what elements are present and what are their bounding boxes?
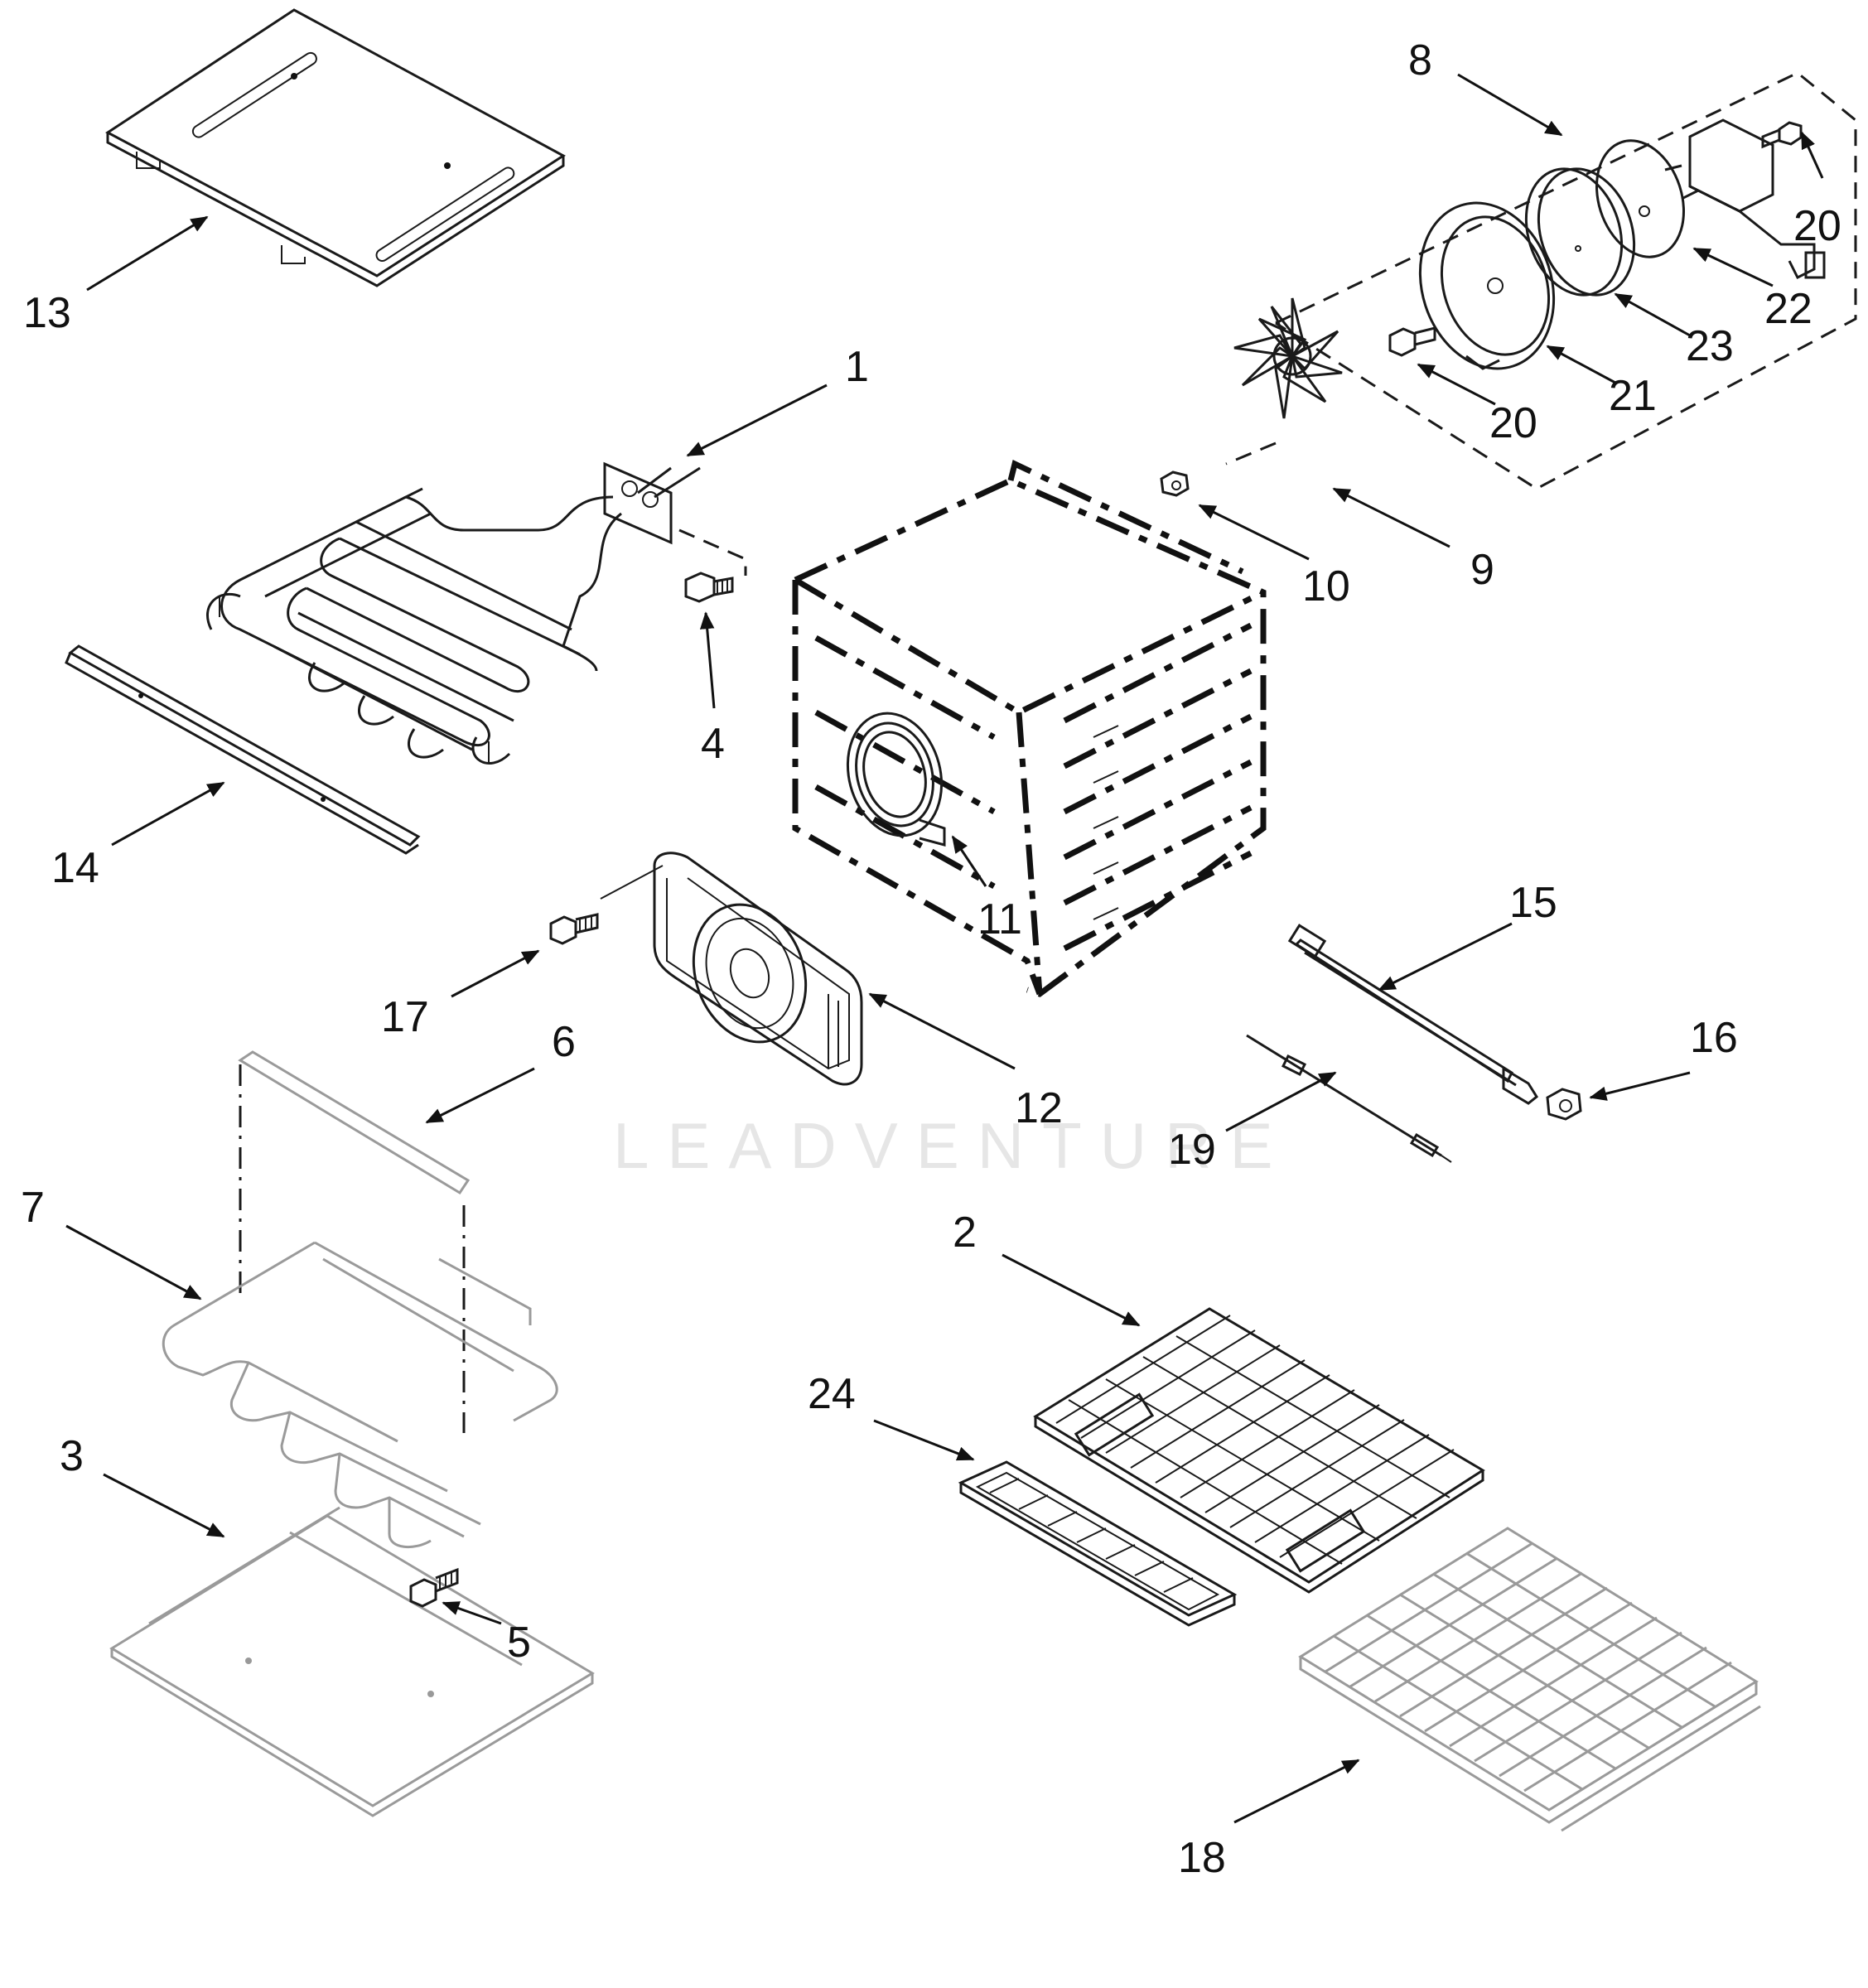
part-10-nut[interactable] xyxy=(1160,470,1190,497)
callout-5: 5 xyxy=(507,1619,531,1667)
callout-14: 14 xyxy=(51,844,99,892)
part-24-tray[interactable] xyxy=(958,1460,1238,1627)
callout-20-lower: 20 xyxy=(1489,399,1537,447)
oven-cavity-phantom xyxy=(792,460,1267,997)
callout-17: 17 xyxy=(381,993,429,1041)
part-20-screw-lower[interactable] xyxy=(1388,326,1436,357)
callout-3: 3 xyxy=(60,1432,84,1480)
part-1-broil-element[interactable] xyxy=(205,461,747,765)
callout-10: 10 xyxy=(1302,562,1350,610)
callout-13: 13 xyxy=(23,289,71,337)
part-17-screw[interactable] xyxy=(549,913,599,945)
part-16-nut[interactable] xyxy=(1546,1088,1582,1121)
fan-motor-assembly[interactable] xyxy=(1664,118,1826,280)
part-15-element[interactable] xyxy=(1287,924,1538,1105)
callout-20-top: 20 xyxy=(1793,202,1841,250)
part-23-insulation[interactable] xyxy=(1511,157,1650,307)
callout-6: 6 xyxy=(552,1018,576,1066)
part-6-shield[interactable] xyxy=(238,1050,471,1433)
callout-23: 23 xyxy=(1686,322,1734,370)
callout-22: 22 xyxy=(1764,285,1812,333)
callout-19: 19 xyxy=(1168,1126,1216,1174)
part-8-fan-motor-kit[interactable] xyxy=(1275,71,1857,490)
callout-16: 16 xyxy=(1690,1014,1738,1062)
part-9-fan-blade[interactable] xyxy=(1225,297,1343,466)
callout-4: 4 xyxy=(701,720,725,768)
part-22-gasket[interactable] xyxy=(1582,129,1698,268)
part-21-fan-shroud[interactable] xyxy=(1399,186,1574,386)
callout-8: 8 xyxy=(1408,36,1432,84)
leader-lines xyxy=(65,73,1824,1824)
callout-9: 9 xyxy=(1470,546,1494,594)
part-2-oven-rack[interactable] xyxy=(1033,1307,1485,1594)
part-7-bake-element[interactable] xyxy=(162,1241,558,1549)
part-14-trim-rail[interactable] xyxy=(65,644,421,855)
part-19-sensor[interactable] xyxy=(1246,1034,1452,1163)
part-18-roller-rack[interactable] xyxy=(1298,1527,1761,1832)
callout-labels: 13 1 14 4 8 20 22 23 21 20 10 9 11 15 16… xyxy=(21,36,1841,1882)
callout-15: 15 xyxy=(1509,879,1557,927)
part-20-screw-top[interactable] xyxy=(1761,121,1803,149)
callout-12: 12 xyxy=(1015,1084,1063,1132)
callout-7: 7 xyxy=(21,1184,45,1232)
part-12-fan-cover[interactable] xyxy=(600,852,863,1086)
callout-18: 18 xyxy=(1178,1834,1226,1882)
part-4-screw[interactable] xyxy=(684,572,734,603)
callout-1: 1 xyxy=(845,343,869,391)
callout-11: 11 xyxy=(977,895,1022,943)
part-3-bottom-panel[interactable] xyxy=(109,1506,595,1817)
callout-2: 2 xyxy=(953,1209,977,1257)
part-11-convection-element[interactable] xyxy=(834,702,954,847)
watermark-text: LEADVENTURE xyxy=(613,1109,1291,1182)
part-5-screw[interactable] xyxy=(409,1567,459,1608)
callout-21: 21 xyxy=(1609,372,1657,420)
callout-24: 24 xyxy=(808,1370,856,1418)
part-13-top-panel[interactable] xyxy=(105,8,566,287)
